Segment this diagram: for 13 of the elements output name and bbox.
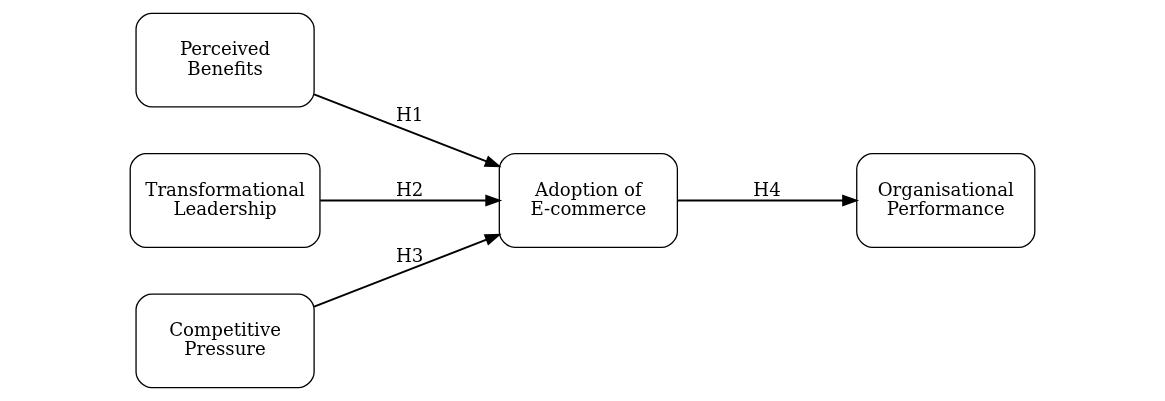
arrow xyxy=(313,93,502,168)
edge-label: H4 xyxy=(753,178,781,200)
arrow xyxy=(313,233,502,308)
arrow xyxy=(676,194,860,207)
edge-label: H1 xyxy=(395,104,424,126)
node-box: Perceived Benefits xyxy=(135,12,315,108)
edge-label: H3 xyxy=(395,244,424,266)
node-box: Adoption of E-commerce xyxy=(498,153,679,248)
node-box: Competitive Pressure xyxy=(135,293,315,389)
edge-label: H2 xyxy=(395,178,424,200)
node-box: Transformational Leadership xyxy=(129,153,321,248)
node-box: Organisational Performance xyxy=(856,153,1036,248)
arrow xyxy=(319,194,503,207)
